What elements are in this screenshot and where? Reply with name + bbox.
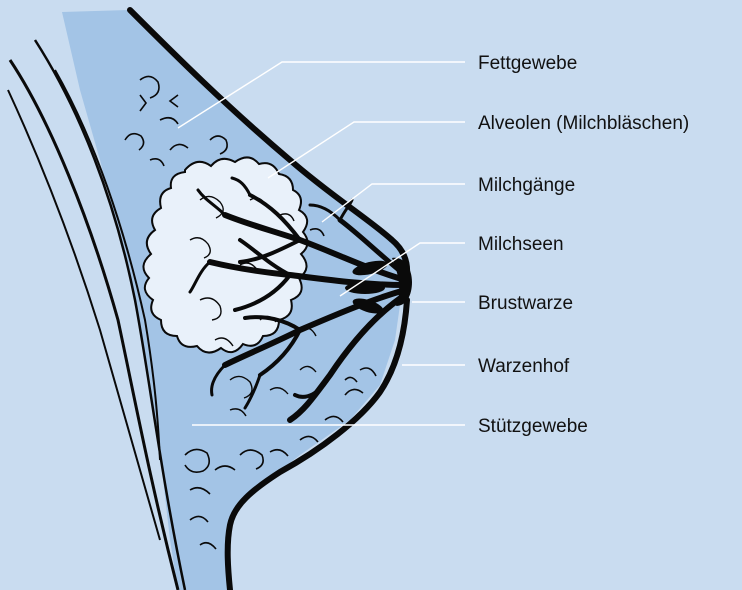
label-alveolen: Alveolen (Milchbläschen) [478,114,689,133]
label-stuetzgewebe: Stützgewebe [478,417,588,436]
label-brustwarze: Brustwarze [478,294,573,313]
label-milchseen: Milchseen [478,235,564,254]
label-fettgewebe: Fettgewebe [478,54,577,73]
label-warzenhof: Warzenhof [478,357,569,376]
label-milchgaenge: Milchgänge [478,176,575,195]
